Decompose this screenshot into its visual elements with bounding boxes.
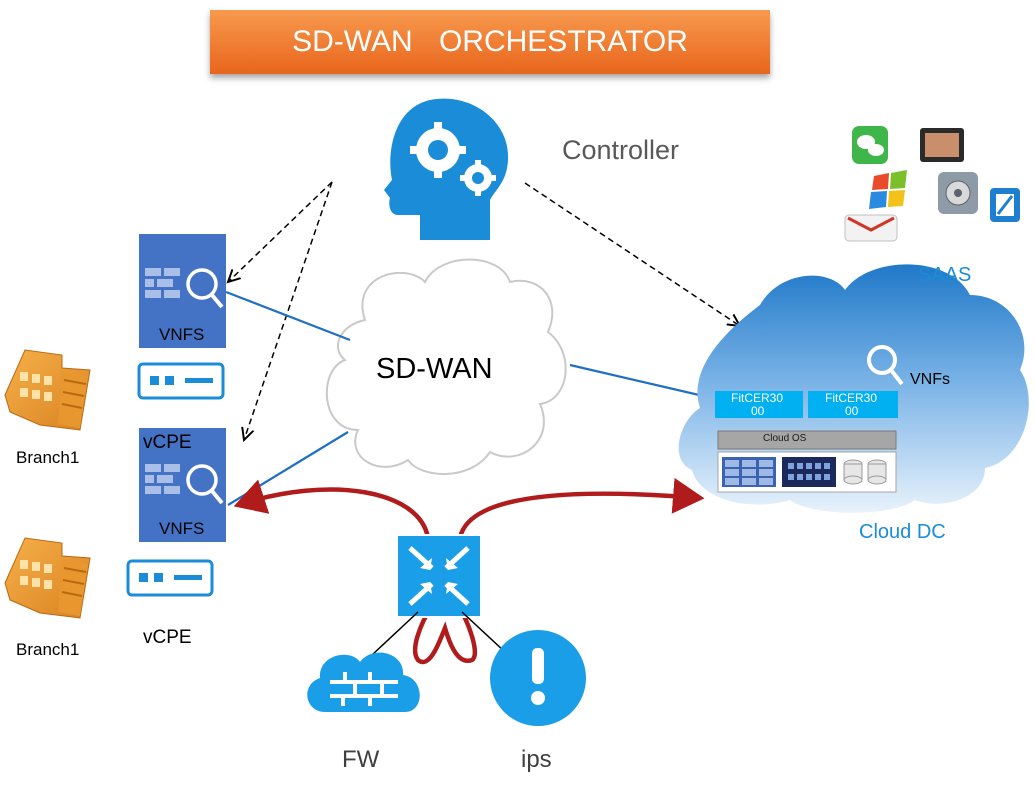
ips-alert-icon [490,630,586,726]
controller-brain-icon [384,98,509,240]
orchestrator-banner: SD-WAN ORCHESTRATOR [210,10,770,74]
vnf-box-2-label: VNFS [159,519,205,538]
branch-2-label: Branch1 [16,640,80,659]
banner-title: SD-WAN ORCHESTRATOR [292,25,688,58]
cloud-vnfs-label: VNFs [910,371,950,388]
media-player-icon [938,172,978,214]
sdwan-label: SD-WAN [376,353,493,385]
saas-label: SAAS [918,264,972,286]
vnf-box-2-cpe-label: vCPE [143,432,192,453]
branch-building-2-icon [4,537,91,619]
gmail-icon [844,214,898,242]
switch-fw-link [371,611,506,656]
video-screen-icon [920,128,964,162]
blue-app-icon [990,188,1020,222]
fit-box-1-line2: 00 [751,404,765,418]
vnf-box-1 [139,234,226,348]
switch-icon [782,457,836,487]
branch-1-label: Branch1 [16,448,80,467]
fit-box-2-bg [808,391,898,418]
controller-label: Controller [562,135,680,165]
fit-box-1-line1: FitCER30 [731,391,784,405]
ips-label: ips [521,746,552,773]
controller-dashed-arrows [228,181,740,440]
cpe-device-2-icon [126,559,214,597]
cloud-dc-shape [678,264,1029,513]
firewall-cloud-icon [307,652,420,712]
storage-disks-icon [843,459,887,485]
wechat-icon [852,126,888,164]
cloud-vnf-search-icon [867,345,904,386]
fit-box-2-line2: 00 [845,404,859,418]
cloud-os-bar [717,430,897,450]
cloud-dc-label: Cloud DC [859,521,946,543]
vnf-box-1-label: VNFS [159,325,205,344]
branch-building-1-icon [4,349,91,431]
vnf-box-2 [139,428,226,542]
cpe-device-1-icon [137,362,225,400]
server-rack-icon [722,457,776,487]
fit-box-1-bg [715,391,803,418]
fw-label: FW [342,746,380,773]
router-switch-icon [396,534,482,618]
windows-logo-icon [869,170,907,209]
branch-2-cpe-label: vCPE [143,627,192,648]
fit-box-2-line1: FitCER30 [825,391,878,405]
traffic-redirect-arrows [233,477,705,665]
cloud-os-label: Cloud OS [763,433,807,444]
sdwan-cloud-shape [325,258,567,475]
